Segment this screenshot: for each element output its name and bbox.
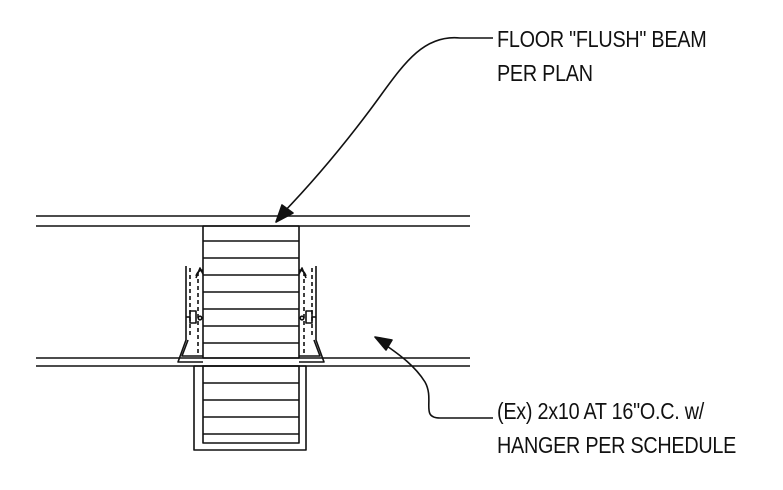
joist-callout-line-1: (Ex) 2x10 AT 16"O.C. w/	[497, 398, 705, 424]
existing-joist-lower	[193, 365, 307, 451]
existing-joist-section	[202, 225, 300, 359]
joist-callout-note: (Ex) 2x10 AT 16"O.C. w/ HANGER PER SCHED…	[497, 394, 736, 462]
beam-callout-line-2: PER PLAN	[497, 60, 593, 86]
beam-callout-line-1: FLOOR "FLUSH" BEAM	[497, 26, 707, 52]
leader-hanger	[374, 336, 493, 419]
leader-beam	[275, 37, 493, 223]
beam-callout-note: FLOOR "FLUSH" BEAM PER PLAN	[497, 22, 707, 90]
joist-hanger-left	[177, 266, 204, 363]
flush-beam-top-edge	[36, 215, 470, 227]
joist-callout-line-2: HANGER PER SCHEDULE	[497, 432, 737, 458]
joist-hanger-right	[298, 266, 325, 363]
